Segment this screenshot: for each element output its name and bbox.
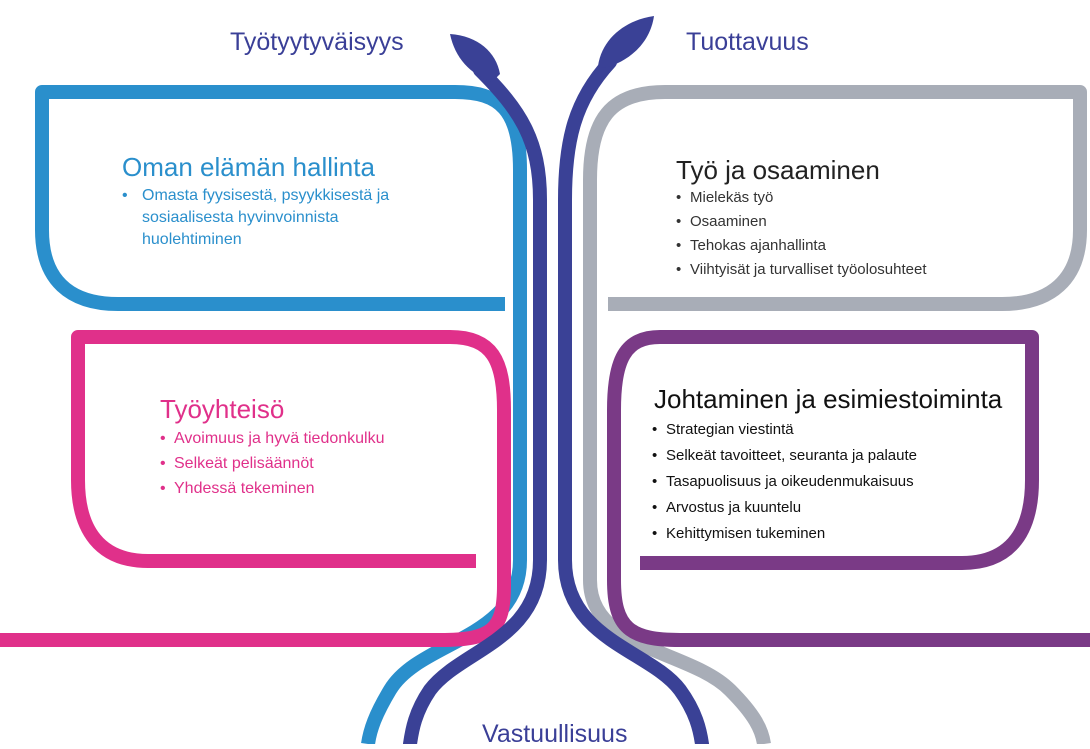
list-item: Mielekäs työ [676, 186, 927, 210]
list-item: Viihtyisät ja turvalliset työolosuhteet [676, 258, 927, 282]
sprout-leaf-right [598, 16, 654, 68]
list-item: Tehokas ajanhallinta [676, 234, 927, 258]
leaf-outline-pink [0, 330, 511, 647]
list-item: Selkeät tavoitteet, seuranta ja palaute [652, 443, 917, 469]
list-item: Kehittymisen tukeminen [652, 521, 917, 547]
list-item: Yhdessä tekeminen [160, 476, 385, 501]
bottom-label: Vastuullisuus [482, 720, 628, 748]
stem-right [558, 55, 709, 744]
leaf-item-list: Omasta fyysisestä, psyykkisestä ja sosia… [122, 185, 442, 251]
leaf-outline-blue [35, 85, 527, 744]
leaf-heading: Työ ja osaaminen [676, 155, 880, 185]
stem-left [403, 63, 547, 744]
leaf-outline-grey [583, 85, 1087, 744]
list-item: Osaaminen [676, 210, 927, 234]
top-right-label: Tuottavuus [686, 28, 809, 56]
list-item: Tasapuolisuus ja oikeudenmukaisuus [652, 469, 917, 495]
list-item: Selkeät pelisäännöt [160, 451, 385, 476]
leaf-outline-purple [607, 330, 1090, 647]
list-item: Omasta fyysisestä, psyykkisestä ja sosia… [122, 185, 442, 251]
leaf-item-list: Strategian viestintä Selkeät tavoitteet,… [652, 417, 917, 547]
top-left-label: Työtyytyväisyys [230, 28, 404, 56]
list-item: Avoimuus ja hyvä tiedonkulku [160, 426, 385, 451]
leaf-item-list: Avoimuus ja hyvä tiedonkulku Selkeät pel… [160, 426, 385, 501]
leaf-heading: Johtaminen ja esimiestoiminta [654, 384, 1003, 414]
leaf-heading: Oman elämän hallinta [122, 152, 375, 182]
sprout-leaf-left [450, 34, 500, 82]
list-item: Arvostus ja kuuntelu [652, 495, 917, 521]
list-item: Strategian viestintä [652, 417, 917, 443]
leaf-heading: Työyhteisö [160, 394, 285, 424]
leaf-item-list: Mielekäs työ Osaaminen Tehokas ajanhalli… [676, 186, 927, 282]
